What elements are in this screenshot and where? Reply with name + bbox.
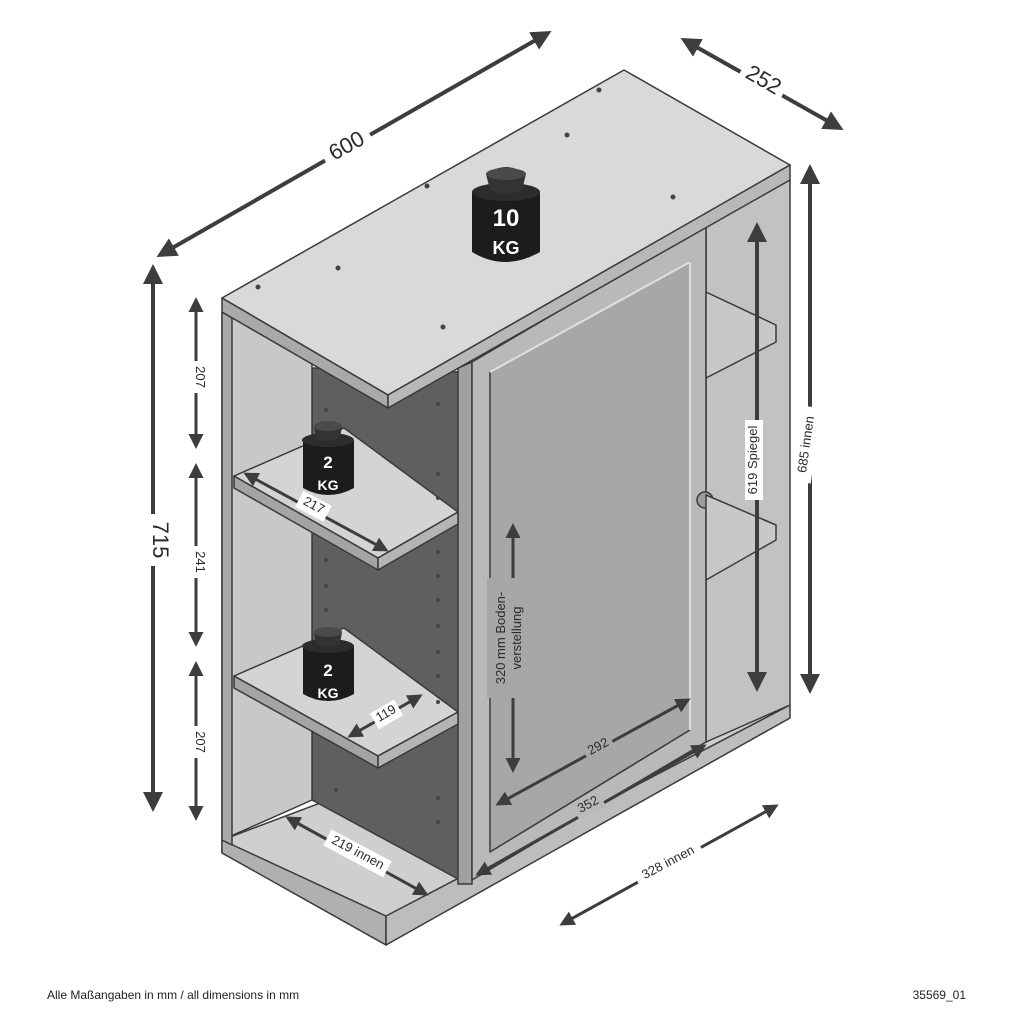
weight-top-unit: KG: [493, 238, 520, 258]
label-mirror: 619 Spiegel: [745, 426, 760, 495]
footer-note: Alle Maßangaben in mm / all dimensions i…: [47, 988, 300, 1002]
left-side-panel: [221, 311, 313, 841]
divider-edge: [457, 361, 473, 885]
weight-shelf-upper-unit: KG: [318, 477, 339, 493]
weight-shelf-upper-value: 2: [323, 453, 332, 472]
label-gap-mid: 241: [193, 551, 208, 573]
label-height: 715: [148, 522, 173, 559]
label-shelf-adjust-1: 320 mm Boden-: [493, 592, 508, 685]
shelf-lower-front: [377, 711, 459, 769]
footer-code: 35569_01: [912, 988, 966, 1002]
label-shelf-adjust-2: verstellung: [509, 607, 524, 670]
weight-shelf-lower-unit: KG: [318, 685, 339, 701]
top-board-front: [387, 164, 791, 409]
label-gap-top: 207: [193, 366, 208, 388]
weight-shelf-lower-value: 2: [323, 661, 332, 680]
shelf-upper-front: [377, 511, 459, 571]
weight-top-value: 10: [493, 205, 520, 232]
label-gap-bottom: 207: [193, 731, 208, 753]
dimension-labels: 600 252 715 685 innen 619 Spiegel 207 24…: [145, 59, 822, 889]
weight-shelf-lower: 2 KG: [302, 627, 354, 701]
left-side-front-edge: [221, 311, 233, 846]
